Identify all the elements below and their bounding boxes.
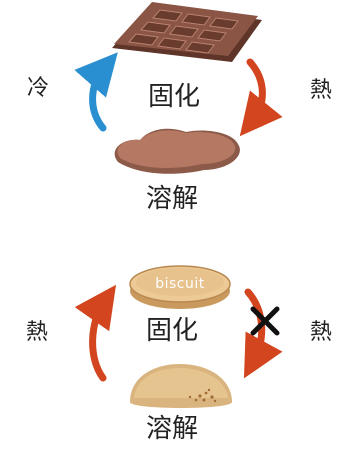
biscuit-crumbs-icon: [130, 364, 232, 408]
melt-label-top: 溶解: [146, 184, 199, 214]
chocolate-bar-icon: [112, 2, 262, 62]
heat-label-top: 熱: [310, 78, 333, 103]
cold-label: 冷: [27, 76, 50, 101]
heat-label-bottom-right: 熱: [310, 320, 333, 345]
biscuit-text: biscuit: [155, 276, 205, 292]
heat-up-arrow: [74, 284, 117, 382]
melted-chocolate-icon: [114, 128, 240, 174]
heat-label-bottom-left: 熱: [26, 320, 49, 345]
cooling-arrow: [74, 52, 118, 132]
cross-icon: [250, 306, 280, 336]
heating-arrow: [239, 58, 283, 137]
solidify-label-bottom: 固化: [146, 316, 199, 346]
biscuit-icon: [129, 265, 231, 309]
melt-label-bottom: 溶解: [146, 414, 199, 444]
solidify-label-top: 固化: [148, 82, 201, 112]
